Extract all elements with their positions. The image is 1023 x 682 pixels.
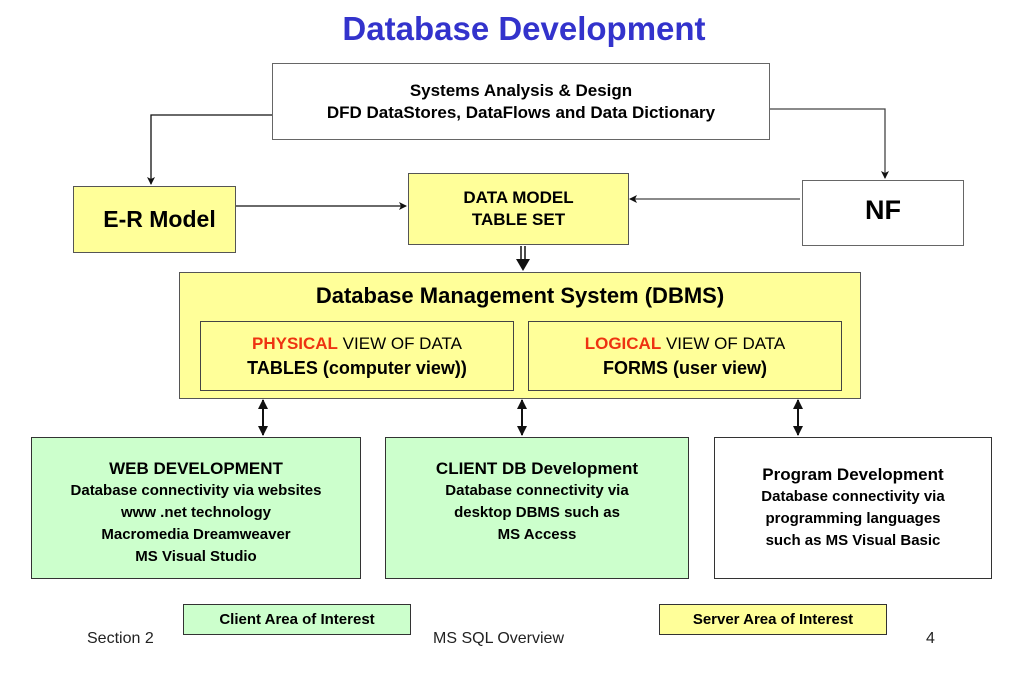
systems-analysis-box: Systems Analysis & Design DFD DataStores… xyxy=(272,63,770,140)
client-db-line: desktop DBMS such as xyxy=(454,504,620,521)
physical-view-line-2: TABLES (computer view)) xyxy=(247,358,467,378)
web-development-box: WEB DEVELOPMENT Database connectivity vi… xyxy=(31,437,361,579)
footer-section: Section 2 xyxy=(87,630,154,647)
data-model-box: DATA MODEL TABLE SET xyxy=(408,173,629,245)
program-development-box: Program Development Database connectivit… xyxy=(714,437,992,579)
client-db-title: CLIENT DB Development xyxy=(435,459,639,478)
program-dev-line: Database connectivity via xyxy=(761,488,945,505)
client-db-line: MS Access xyxy=(497,526,577,543)
logical-view-line-1: LOGICAL VIEW OF DATA xyxy=(585,332,786,356)
er-model-box: E-R Model xyxy=(73,186,236,253)
client-db-box: CLIENT DB Development Database connectiv… xyxy=(385,437,689,579)
dbms-title: Database Management System (DBMS) xyxy=(315,283,725,308)
legend-server-label: Server Area of Interest xyxy=(692,611,854,628)
logical-view-line-2: FORMS (user view) xyxy=(602,358,768,378)
footer-page-number: 4 xyxy=(926,630,935,647)
physical-rest: VIEW OF DATA xyxy=(337,334,462,353)
web-dev-line: Database connectivity via websites xyxy=(70,482,322,499)
page-title: Database Development xyxy=(342,10,706,47)
footer-title: MS SQL Overview xyxy=(433,630,564,647)
logical-highlight: LOGICAL xyxy=(584,334,662,353)
web-dev-line: www .net technology xyxy=(120,504,271,521)
program-dev-line: programming languages xyxy=(765,510,941,527)
legend-server: Server Area of Interest xyxy=(659,604,887,635)
legend-client: Client Area of Interest xyxy=(183,604,411,635)
arrow-systems-to-nf xyxy=(770,108,889,179)
systems-line-2: DFD DataStores, DataFlows and Data Dicti… xyxy=(326,102,716,122)
data-model-line-1: DATA MODEL xyxy=(463,188,574,207)
dbms-box: Database Management System (DBMS) PHYSIC… xyxy=(179,272,861,399)
systems-line-1: Systems Analysis & Design xyxy=(409,80,633,100)
physical-view-line-1: PHYSICAL VIEW OF DATA xyxy=(252,332,462,356)
arrow-systems-to-er xyxy=(147,114,272,185)
web-dev-line: Macromedia Dreamweaver xyxy=(101,526,291,543)
physical-view-box: PHYSICAL VIEW OF DATA TABLES (computer v… xyxy=(200,321,514,391)
nf-box: NF xyxy=(802,180,964,246)
er-model-label: E-R Model xyxy=(103,206,216,232)
arrow-datamodel-to-dbms-head xyxy=(516,259,530,271)
web-dev-title: WEB DEVELOPMENT xyxy=(109,459,283,478)
client-db-line: Database connectivity via xyxy=(445,482,629,499)
logical-view-box: LOGICAL VIEW OF DATA FORMS (user view) xyxy=(528,321,842,391)
legend-client-label: Client Area of Interest xyxy=(219,611,375,628)
data-model-line-2: TABLE SET xyxy=(471,210,566,229)
nf-label: NF xyxy=(865,195,901,225)
web-dev-line: MS Visual Studio xyxy=(135,548,257,565)
physical-highlight: PHYSICAL xyxy=(251,334,338,353)
program-dev-title: Program Development xyxy=(762,465,944,484)
logical-rest: VIEW OF DATA xyxy=(661,334,786,353)
program-dev-line: such as MS Visual Basic xyxy=(765,532,941,549)
